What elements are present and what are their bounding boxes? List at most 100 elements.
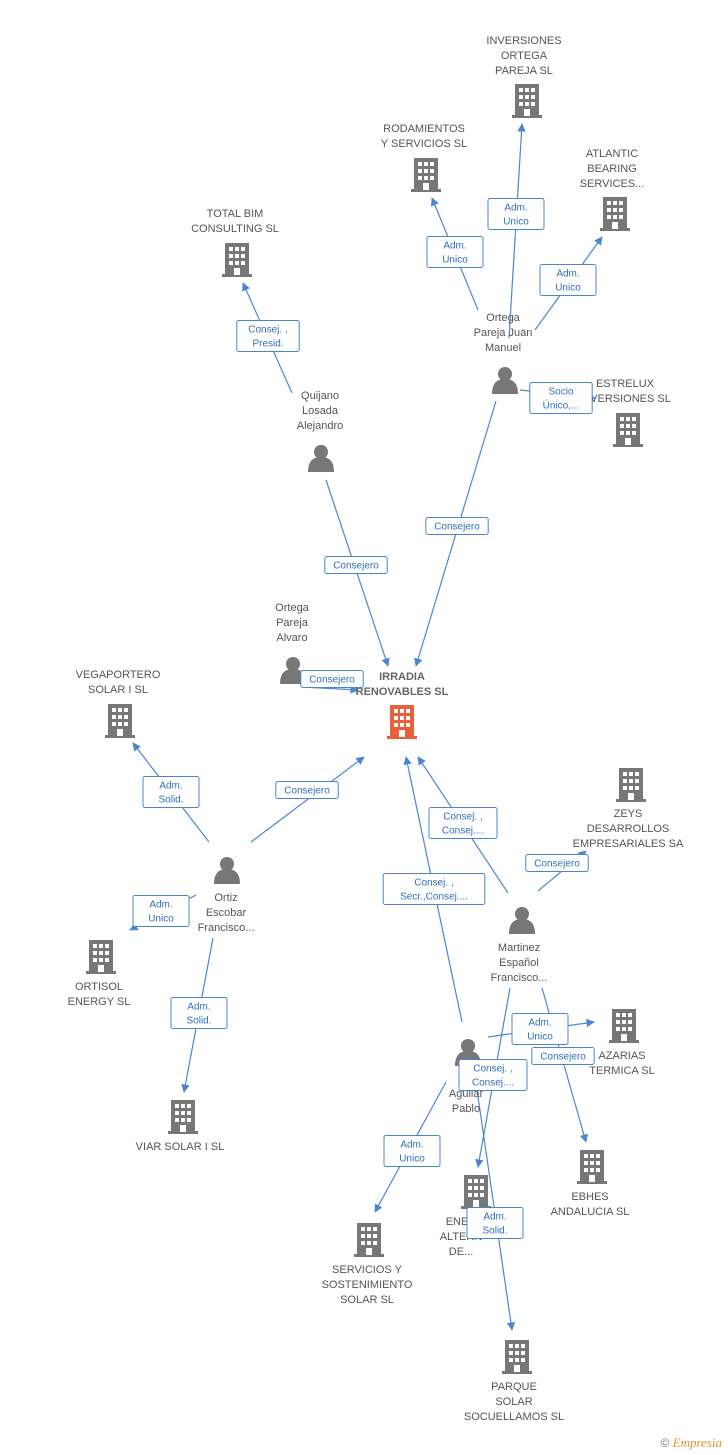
- node-label: INVERSIONES SL: [579, 393, 671, 405]
- node-label: RODAMIENTOS: [383, 123, 465, 135]
- edge-label-text: Consejero: [333, 561, 379, 572]
- edge-label-martinez-to-ebhes[interactable]: Consejero: [531, 1047, 595, 1065]
- edge-label-ortiz-to-vegaportero[interactable]: Adm.Solid.: [142, 776, 200, 808]
- building-icon: [86, 940, 116, 974]
- building-icon: [613, 413, 643, 447]
- edge-label-ortega_juan-to-atlantic[interactable]: Adm. Unico: [539, 264, 597, 296]
- edge-label-ortega_juan-to-estrelux[interactable]: SocioÚnico,...: [529, 382, 593, 414]
- company-node-atlantic[interactable]: ATLANTICBEARINGSERVICES...: [580, 148, 645, 231]
- edge-label-text: Consejero: [309, 675, 355, 686]
- node-label: Ortega: [275, 602, 310, 614]
- edge-label-box: [466, 1207, 524, 1239]
- edge-label-quijano-to-irradia[interactable]: Consejero: [324, 556, 388, 574]
- node-label: Alvaro: [276, 632, 307, 644]
- edge-label-ortiz-to-viar[interactable]: Adm.Solid.: [170, 997, 228, 1029]
- edge-label-ortiz-to-ortisol[interactable]: Adm.Unico: [132, 895, 190, 927]
- brand-logo-text: Empresia: [672, 1435, 722, 1450]
- edge-label-ortega_alvaro-to-irradia[interactable]: Consejero: [300, 670, 364, 688]
- edge-label-text: Adm.: [400, 1140, 423, 1151]
- building-icon: [411, 158, 441, 192]
- edge-label-text: Consejero: [434, 522, 480, 533]
- node-label: AZARIAS: [598, 1050, 645, 1062]
- edge-label-martinez-to-irradia[interactable]: Consej. ,Consej....: [428, 807, 498, 839]
- edge-label-quijano-to-total_bim[interactable]: Consej. ,Presid.: [236, 320, 300, 352]
- edge-label-text: Secr.,Consej....: [400, 892, 468, 903]
- edge-label-text: Consej. ,: [248, 325, 287, 336]
- node-label: Francisco...: [491, 972, 548, 984]
- edge-label-martinez-to-zeys[interactable]: Consejero: [525, 854, 589, 872]
- node-label: VIAR SOLAR I SL: [136, 1141, 225, 1153]
- edge-label-text: Solid.: [482, 1226, 507, 1237]
- building-icon: [354, 1223, 384, 1257]
- person-node-martinez[interactable]: MartinezEspañolFrancisco...: [491, 907, 548, 984]
- node-label: SOLAR: [495, 1396, 532, 1408]
- edge-label-box: [300, 670, 364, 688]
- company-node-estrelux[interactable]: ESTRELUX INVERSIONES SL: [579, 378, 671, 447]
- edge-label-box: [383, 1135, 441, 1167]
- edge-label-alonso-to-azarias[interactable]: Adm.Unico: [511, 1013, 569, 1045]
- edge-label-text: Adm.: [159, 781, 182, 792]
- edge-label-box: [531, 1047, 595, 1065]
- building-icon: [502, 1340, 532, 1374]
- edge-label-text: Adm.: [556, 269, 579, 280]
- copyright-symbol: ©: [660, 1436, 670, 1450]
- edge-label-box: [324, 556, 388, 574]
- edge-label-text: Unico: [555, 283, 581, 294]
- node-label: Pareja Juan: [474, 327, 533, 339]
- node-label: ATLANTIC: [586, 148, 638, 160]
- node-label: Martinez: [498, 942, 540, 954]
- edge-label-ortega_juan-to-inversiones_ortega[interactable]: Adm.Unico: [487, 198, 545, 230]
- edge-label-box: [142, 776, 200, 808]
- node-label: INVERSIONES: [486, 35, 561, 47]
- building-icon: [609, 1009, 639, 1043]
- node-label: Ortiz: [214, 892, 237, 904]
- node-label: CONSULTING SL: [191, 223, 279, 235]
- edge-label-text: Socio: [548, 387, 573, 398]
- building-icon: [168, 1100, 198, 1134]
- node-label: Francisco...: [198, 922, 255, 934]
- node-label: RENOVABLES SL: [356, 686, 449, 698]
- node-label: ESTRELUX: [596, 378, 655, 390]
- edge-label-text: Adm.: [504, 203, 527, 214]
- edge-label-text: Solid.: [186, 1016, 211, 1027]
- edge-label-martinez-to-energias[interactable]: Consej. ,Consej....: [458, 1059, 528, 1091]
- building-icon: [512, 84, 542, 118]
- person-node-ortiz[interactable]: OrtizEscobarFrancisco...: [198, 857, 255, 934]
- edge-label-text: Unico: [399, 1154, 425, 1165]
- building-icon: [600, 197, 630, 231]
- node-label: ENERGY SL: [68, 996, 131, 1008]
- person-icon: [492, 367, 518, 394]
- node-label: Español: [499, 957, 539, 969]
- edge-label-ortega_juan-to-irradia[interactable]: Consejero: [425, 517, 489, 535]
- node-label: SOCUELLAMOS SL: [464, 1411, 564, 1423]
- node-label: Quijano: [301, 390, 339, 402]
- edge-label-box: [425, 517, 489, 535]
- edge-label-alonso-to-parque[interactable]: Adm.Solid.: [466, 1207, 524, 1239]
- edge-label-text: Unico: [148, 914, 174, 925]
- edge-label-text: Consejero: [534, 859, 580, 870]
- edge-label-box: [170, 997, 228, 1029]
- company-node-viar[interactable]: VIAR SOLAR I SL: [136, 1100, 225, 1153]
- edge-label-box: [487, 198, 545, 230]
- edge-label-alonso-to-servicios_sost[interactable]: Adm. Unico: [383, 1135, 441, 1167]
- edge-label-ortiz-to-irradia[interactable]: Consejero: [275, 781, 339, 799]
- edge-label-ortega_juan-to-rodamientos[interactable]: Adm.Unico: [426, 236, 484, 268]
- edge-label-alonso-to-irradia[interactable]: Consej. ,Secr.,Consej....: [382, 873, 486, 905]
- edge-label-text: Consej....: [472, 1078, 514, 1089]
- building-icon: [616, 768, 646, 802]
